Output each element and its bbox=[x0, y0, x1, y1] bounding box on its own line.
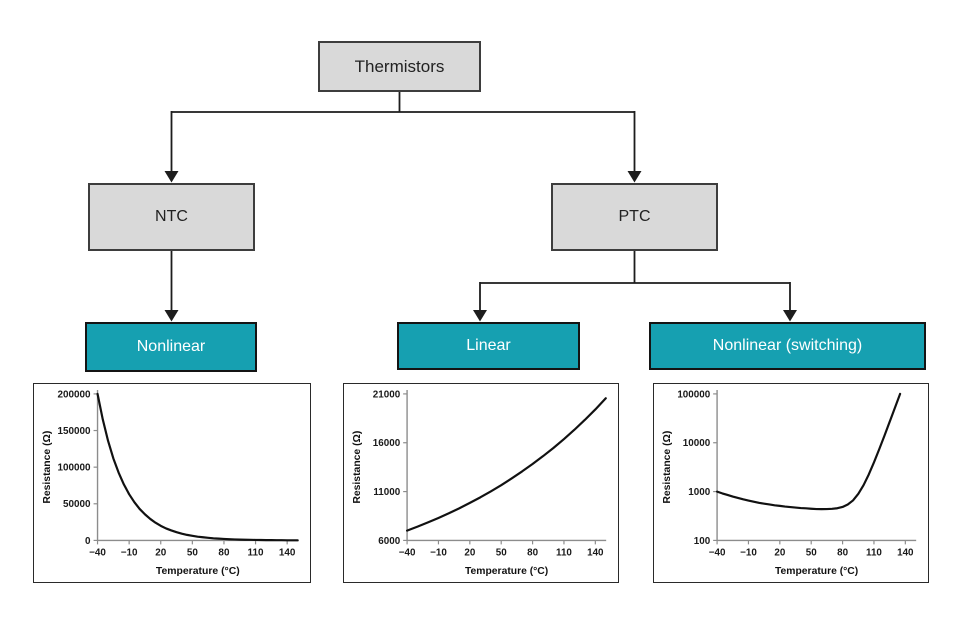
arrowhead-nonlinear bbox=[164, 310, 179, 322]
svg-text:−40: −40 bbox=[89, 547, 106, 558]
svg-text:110: 110 bbox=[248, 547, 264, 558]
svg-text:110: 110 bbox=[866, 547, 882, 558]
svg-text:20: 20 bbox=[464, 547, 475, 558]
svg-text:50000: 50000 bbox=[63, 499, 91, 510]
svg-text:−40: −40 bbox=[399, 547, 416, 558]
svg-text:110: 110 bbox=[556, 547, 572, 558]
svg-text:−10: −10 bbox=[740, 547, 757, 558]
node-ptc: PTC bbox=[551, 183, 718, 251]
ntc-resistance-temperature-chart: 0 50000 100000 150000 200000 −40 −10 20 50 80 110 1… bbox=[42, 389, 299, 577]
svg-text:140: 140 bbox=[279, 547, 296, 558]
arrowhead-nonlinear-switching bbox=[783, 310, 797, 322]
svg-text:20: 20 bbox=[155, 547, 167, 558]
svg-text:−40: −40 bbox=[709, 547, 726, 558]
svg-text:Resistance (Ω): Resistance (Ω) bbox=[352, 431, 363, 504]
svg-text:80: 80 bbox=[218, 547, 230, 558]
node-ptc-label: PTC bbox=[618, 208, 651, 225]
node-ntc: NTC bbox=[88, 183, 255, 251]
connector-ptc-to-children bbox=[479, 251, 791, 311]
svg-text:16000: 16000 bbox=[373, 438, 401, 449]
linear-ptc-resistance-temperature-chart: 6000 11000 16000 21000 −40 −10 20 50 80 110 140Tem… bbox=[352, 389, 607, 577]
arrowhead-ptc bbox=[627, 171, 642, 183]
node-ntc-nonlinear-label: Nonlinear bbox=[136, 338, 206, 355]
node-ptc-nonlinear-switching: Nonlinear (switching) bbox=[649, 322, 926, 370]
svg-text:−10: −10 bbox=[121, 547, 138, 558]
svg-text:140: 140 bbox=[587, 547, 604, 558]
node-ntc-nonlinear: Nonlinear bbox=[85, 322, 257, 372]
arrowhead-linear bbox=[473, 310, 487, 322]
switching-ptc-resistance-temperature-chart: 100 1000 10000 100000 −40 −10 20 50 80 110 140Temp… bbox=[662, 389, 917, 577]
svg-text:Resistance (Ω): Resistance (Ω) bbox=[42, 431, 53, 504]
chart-panel-ntc-nonlinear: 0 50000 100000 150000 200000 −40 −10 20 50 80 110 1… bbox=[33, 383, 311, 583]
svg-text:6000: 6000 bbox=[378, 536, 400, 547]
node-ptc-linear: Linear bbox=[397, 322, 580, 370]
svg-text:100000: 100000 bbox=[677, 389, 710, 400]
svg-text:20: 20 bbox=[774, 547, 785, 558]
svg-text:0: 0 bbox=[85, 536, 91, 547]
node-thermistors: Thermistors bbox=[318, 41, 481, 92]
svg-text:50: 50 bbox=[806, 547, 817, 558]
svg-text:150000: 150000 bbox=[57, 426, 91, 437]
node-ptc-linear-label: Linear bbox=[466, 337, 511, 354]
svg-text:50: 50 bbox=[496, 547, 507, 558]
node-thermistors-label: Thermistors bbox=[354, 56, 445, 76]
arrowhead-ntc bbox=[164, 171, 179, 183]
svg-text:Temperature (°C): Temperature (°C) bbox=[465, 566, 548, 577]
svg-text:50: 50 bbox=[187, 547, 199, 558]
svg-text:Temperature (°C): Temperature (°C) bbox=[156, 566, 240, 577]
connector-root-to-children bbox=[170, 92, 636, 172]
node-ptc-nonlinear-switching-label: Nonlinear (switching) bbox=[712, 337, 863, 354]
svg-text:100: 100 bbox=[694, 536, 711, 547]
node-ntc-label: NTC bbox=[155, 208, 188, 225]
svg-text:11000: 11000 bbox=[373, 487, 400, 498]
svg-text:10000: 10000 bbox=[683, 438, 711, 449]
svg-text:100000: 100000 bbox=[57, 463, 91, 474]
svg-text:80: 80 bbox=[837, 547, 848, 558]
svg-text:140: 140 bbox=[897, 547, 914, 558]
svg-text:21000: 21000 bbox=[373, 389, 401, 400]
svg-text:80: 80 bbox=[527, 547, 538, 558]
svg-text:1000: 1000 bbox=[688, 487, 710, 498]
svg-text:200000: 200000 bbox=[57, 389, 91, 400]
svg-text:Temperature (°C): Temperature (°C) bbox=[775, 566, 858, 577]
svg-text:−10: −10 bbox=[430, 547, 447, 558]
svg-text:Resistance (Ω): Resistance (Ω) bbox=[662, 431, 673, 504]
